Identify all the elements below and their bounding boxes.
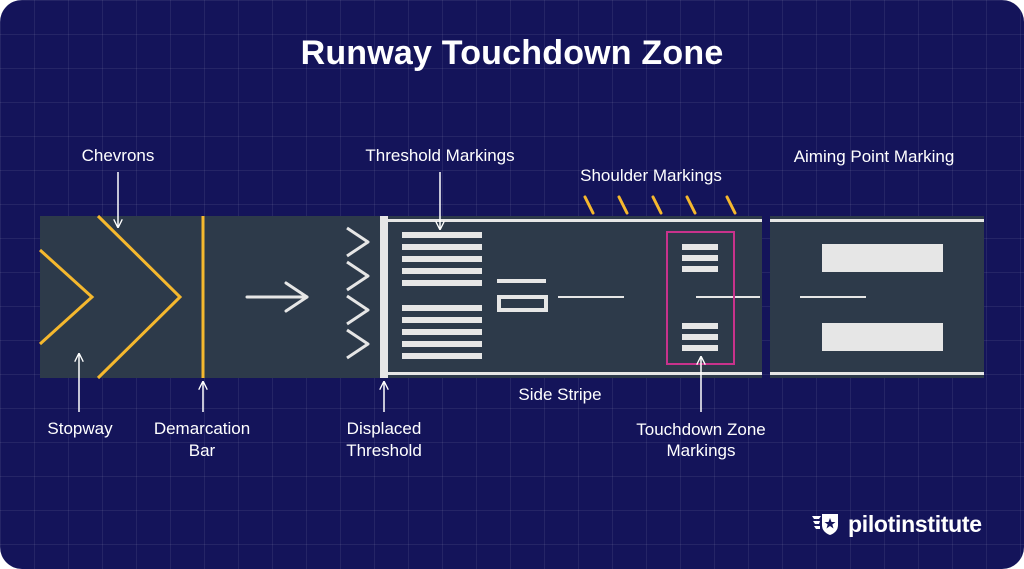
- threshold-markings: [402, 232, 482, 359]
- runway-designator: [497, 279, 548, 312]
- label-touchdown-zone-line1: Touchdown Zone: [636, 420, 765, 439]
- aiming-point-markings: [822, 244, 943, 351]
- diagram-title: Runway Touchdown Zone: [300, 34, 724, 72]
- shoulder-markings: [583, 195, 737, 215]
- label-demarcation-bar-line2: Bar: [189, 441, 216, 460]
- label-displaced-threshold-line1: Displaced: [347, 419, 422, 438]
- runway-pavement-main: [40, 216, 762, 378]
- label-aiming-point-marking: Aiming Point Marking: [794, 147, 955, 166]
- label-shoulder-markings: Shoulder Markings: [580, 166, 722, 185]
- side-stripe-top: [388, 219, 762, 222]
- side-stripe-bottom-far: [770, 372, 984, 375]
- side-stripe-top-far: [770, 219, 984, 222]
- side-stripe-bottom: [388, 372, 762, 375]
- brand-name: pilotinstitute: [848, 510, 982, 537]
- label-side-stripe: Side Stripe: [518, 385, 601, 404]
- chevron-left: [38, 248, 95, 346]
- displaced-threshold-arrowheads: [346, 226, 370, 360]
- touchdown-zone-markings: [682, 244, 718, 351]
- label-displaced-threshold-line2: Threshold: [346, 441, 422, 460]
- stopway-chevrons: [38, 214, 183, 380]
- brand-logo: pilotinstitute: [812, 508, 982, 540]
- threshold-bar: [380, 216, 388, 378]
- chevron-right: [96, 214, 183, 380]
- label-stopway: Stopway: [47, 419, 113, 438]
- pointer-arrows: [79, 172, 701, 412]
- pilot-wings-icon: [812, 514, 838, 535]
- label-demarcation-bar-line1: Demarcation: [154, 419, 250, 438]
- label-touchdown-zone-line2: Markings: [667, 441, 736, 460]
- displaced-threshold-arrow: [245, 281, 309, 313]
- label-threshold-markings: Threshold Markings: [365, 146, 514, 165]
- label-chevrons: Chevrons: [82, 146, 155, 165]
